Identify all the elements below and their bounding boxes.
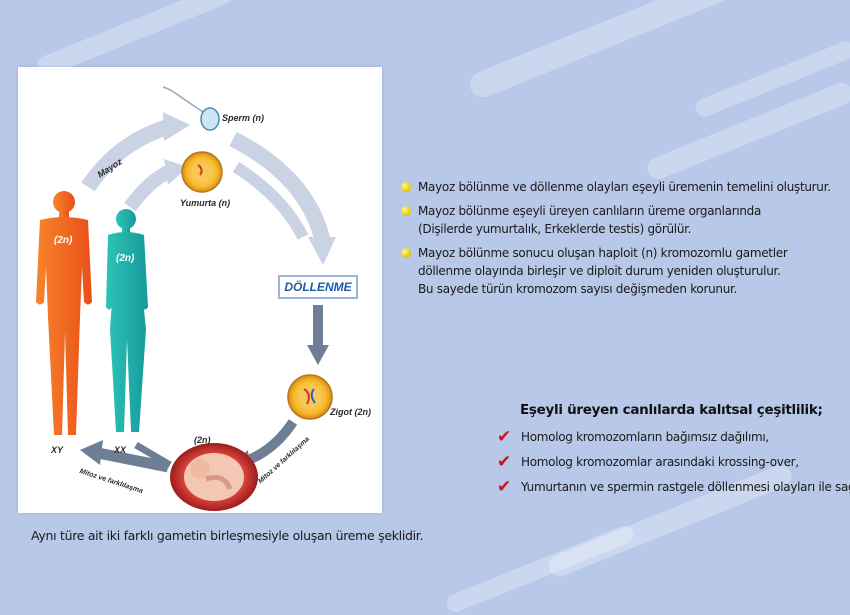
embryo-ploidy-label: (2n) xyxy=(194,435,211,445)
arrowhead xyxy=(307,345,329,365)
arrow-egg-to-fertilization xyxy=(232,161,309,240)
bullet-line: Mayoz bölünme eşeyli üreyen canlıların ü… xyxy=(418,204,762,218)
arrowhead xyxy=(308,237,336,265)
bullet-dot-icon xyxy=(401,248,411,258)
arrow-sperm-to-fertilization xyxy=(229,131,331,244)
diagram-caption: Aynı türe ait iki farklı gametin birleşm… xyxy=(31,528,424,543)
female-figure xyxy=(106,209,148,432)
background-stripe xyxy=(443,523,637,615)
variation-item-text: Homolog kromozomların bağımsız dağılımı, xyxy=(521,430,769,444)
checkmark-icon: ✔ xyxy=(497,427,511,447)
zygote-label: Zigot (2n) xyxy=(330,407,371,417)
bullet-item: Mayoz bölünme eşeyli üreyen canlıların ü… xyxy=(400,202,840,238)
male-chromosome-label: XY xyxy=(51,445,64,455)
bullet-dot-icon xyxy=(401,206,411,216)
male-ploidy-label: (2n) xyxy=(54,235,73,246)
arrowhead xyxy=(80,440,103,465)
sperm-tail xyxy=(162,86,204,113)
bullet-line: döllenme olayında birleşir ve diploit du… xyxy=(418,264,781,278)
bullet-line: Mayoz bölünme ve döllenme olayları eşeyl… xyxy=(418,180,831,194)
checkmark-icon: ✔ xyxy=(497,477,511,497)
bullet-item: Mayoz bölünme ve döllenme olayları eşeyl… xyxy=(400,178,840,196)
checkmark-icon: ✔ xyxy=(497,452,511,472)
background-stripe xyxy=(466,0,754,102)
variation-item: ✔ Homolog kromozomlar arasındaki krossin… xyxy=(497,453,850,471)
sperm-cell xyxy=(200,107,220,131)
bullet-item: Mayoz bölünme sonucu oluşan haploit (n) … xyxy=(400,244,840,298)
variation-item-text: Yumurtanın ve spermin rastgele döllenmes… xyxy=(521,480,850,494)
arrow-embryo-to-female xyxy=(134,441,172,469)
variation-item: ✔ Yumurtanın ve spermin rastgele döllenm… xyxy=(497,478,850,496)
bullet-line: Mayoz bölünme sonucu oluşan haploit (n) … xyxy=(418,246,788,260)
arrow-embryo-to-adults xyxy=(96,447,170,473)
arrowhead xyxy=(163,112,190,141)
female-ploidy-label: (2n) xyxy=(116,253,135,264)
reproduction-cycle-diagram: Sperm (n) Yumurta (n) Mayoz DÖLLENME Zig… xyxy=(18,67,382,513)
arrow-female-to-egg xyxy=(124,165,172,212)
arrow-male-to-sperm xyxy=(81,119,171,192)
fertilization-label: DÖLLENME xyxy=(278,275,358,299)
variation-item-text: Homolog kromozomlar arasındaki krossing-… xyxy=(521,455,799,469)
arrowhead xyxy=(164,159,188,185)
bullet-dot-icon xyxy=(401,182,411,192)
sperm-label: Sperm (n) xyxy=(222,113,265,123)
variation-list: ✔ Homolog kromozomların bağımsız dağılım… xyxy=(497,428,850,503)
variation-item: ✔ Homolog kromozomların bağımsız dağılım… xyxy=(497,428,850,446)
female-chromosome-label: XX xyxy=(114,445,127,455)
egg-label: Yumurta (n) xyxy=(180,198,231,208)
bullet-list: Mayoz bölünme ve döllenme olayları eşeyl… xyxy=(400,178,840,304)
cycle-graphic xyxy=(36,86,336,511)
bullet-line: (Dişilerde yumurtalık, Erkeklerde testis… xyxy=(418,222,692,236)
variation-title: Eşeyli üreyen canlılarda kalıtsal çeşitl… xyxy=(520,402,823,418)
bullet-line: Bu sayede türün kromozom sayısı değişmed… xyxy=(418,282,738,296)
male-figure xyxy=(36,191,92,435)
